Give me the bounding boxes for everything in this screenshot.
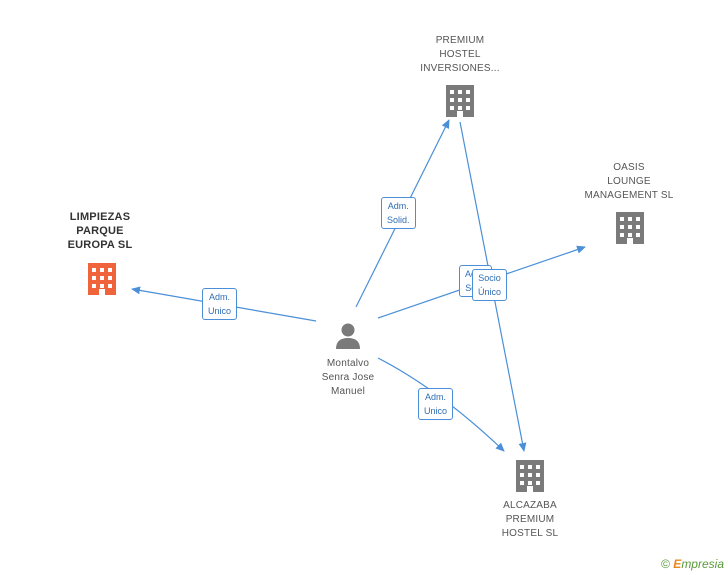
edge-label-adm-solid-premium: Adm. Solid. [381,197,416,229]
brand-rest: mpresia [681,557,724,571]
empresia-logo[interactable]: © Empresia [661,557,724,571]
building-icon-alcazaba[interactable] [516,460,544,492]
company-label-alcazaba[interactable]: ALCAZABA PREMIUM HOSTEL SL [501,500,559,539]
edge-label-adm-unico-alcazaba: Adm. Unico [418,388,454,420]
building-icon-oasis[interactable] [616,212,644,244]
building-icon-premium[interactable] [446,85,474,117]
edge-label-socio-unico: Socio Único [472,269,508,301]
person-label[interactable]: Montalvo Senra Jose Manuel [321,358,375,397]
brand-initial: E [673,557,682,571]
copyright-symbol: © [661,557,670,571]
building-icon-limpiezas[interactable] [88,263,116,295]
edge-label-adm-unico-limpiezas: Adm. Unico [202,288,238,320]
company-label-limpiezas[interactable]: LIMPIEZAS PARQUE EUROPA SL [67,211,133,251]
company-label-premium[interactable]: PREMIUM HOSTEL INVERSIONES... [420,35,500,74]
company-label-oasis[interactable]: OASIS LOUNGE MANAGEMENT SL [584,162,674,201]
person-icon[interactable] [336,323,360,350]
